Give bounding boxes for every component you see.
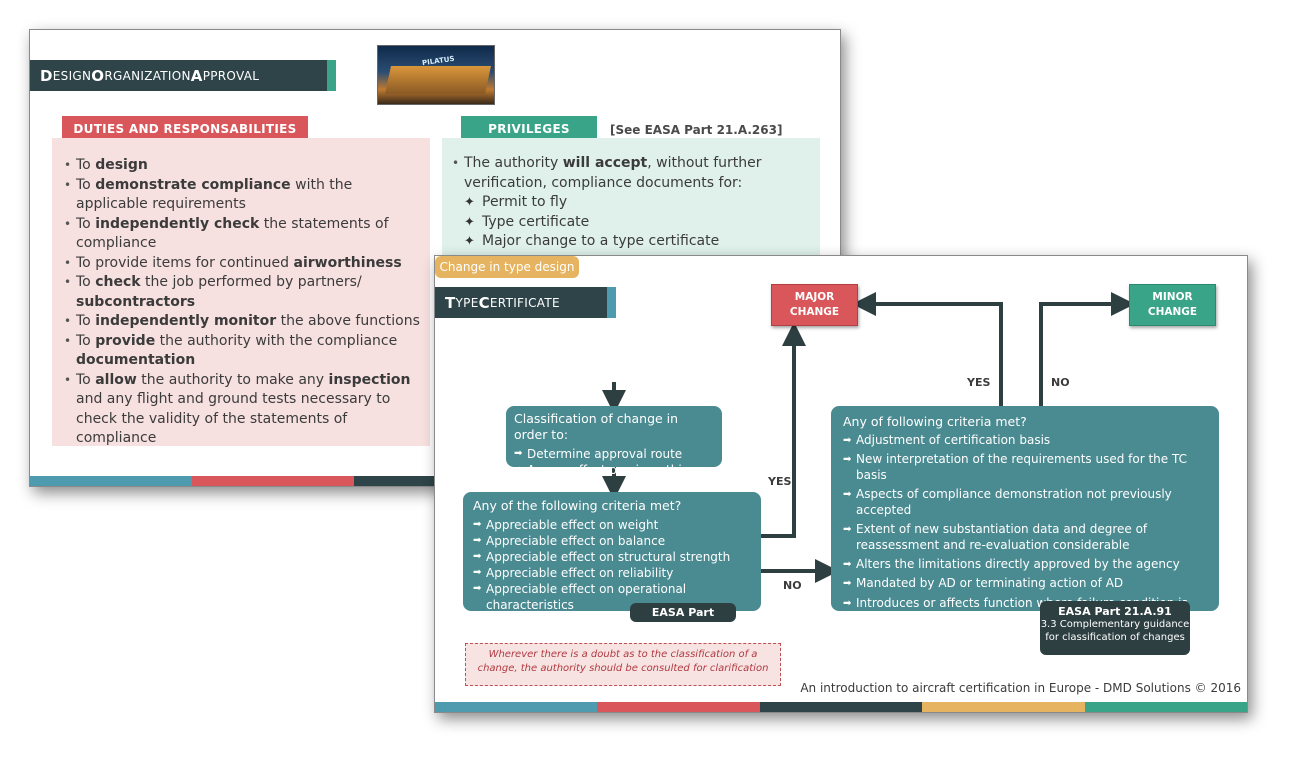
duty-item: To allow the authority to make any inspe… — [64, 371, 420, 449]
hangar-photo: PILATUS — [377, 45, 495, 105]
change-in-type-design-pill: Change in type design — [435, 256, 579, 278]
stripe-segment — [30, 476, 192, 486]
privileges-lead: The authority will accept, without furth… — [452, 154, 810, 193]
duty-item: To provide items for continued airworthi… — [64, 254, 420, 274]
criteria-left-item: Appreciable effect on balance — [473, 533, 751, 549]
arrow-right-no-to-minor — [1039, 292, 1135, 406]
duty-item: To design — [64, 156, 420, 176]
doubt-note: Wherever there is a doubt as to the clas… — [465, 643, 781, 686]
privileges-heading: PRIVILEGES — [461, 116, 597, 142]
footer-credit: An introduction to aircraft certificatio… — [800, 681, 1241, 695]
duties-heading: DUTIES AND RESPONSABILITIES — [62, 116, 308, 142]
stripe-segment — [922, 702, 1085, 712]
privilege-subitem: Major change to a type certificate — [452, 232, 810, 252]
criteria-right-item: Aspects of compliance demonstration not … — [843, 487, 1207, 518]
classification-item: Assess effect on airworthiness — [514, 462, 714, 478]
flow-connectors — [602, 292, 1135, 583]
minor-change-box: MINOR CHANGE — [1129, 284, 1216, 326]
privilege-subitem: Type certificate — [452, 213, 810, 233]
duty-item: To independently check the statements of… — [64, 215, 420, 254]
duty-item: To provide the authority with the compli… — [64, 332, 420, 371]
privilege-subitem: Permit to fly — [452, 193, 810, 213]
criteria-left-item: Appreciable effect on operational charac… — [473, 581, 751, 613]
stripe-segment — [759, 702, 923, 712]
no-label-right: NO — [1051, 376, 1070, 389]
easa-ref-left: EASA Part 21.A.91 — [630, 603, 736, 638]
criteria-right-item: Adjustment of certification basis — [843, 433, 1207, 449]
stripe-segment — [435, 702, 598, 712]
stripe-segment — [192, 476, 354, 486]
yes-label-right: YES — [967, 376, 991, 389]
criteria-left-item: Appreciable effect on structural strengt… — [473, 549, 751, 565]
privileges-sublist: Permit to flyType certificateMajor chang… — [452, 193, 810, 252]
criteria-left-box: Any of the following criteria met? Appre… — [463, 492, 761, 613]
privileges-reference: [See EASA Part 21.A.263] — [610, 123, 783, 137]
duties-panel: To designTo demonstrate compliance with … — [52, 138, 430, 446]
easa-ref-right: EASA Part 21.A.91 3.3 Complementary guid… — [1040, 601, 1190, 655]
criteria-right-item: Extent of new substantiation data and de… — [843, 522, 1207, 553]
criteria-right-item: New interpretation of the requirements u… — [843, 452, 1207, 483]
no-label-left: NO — [783, 579, 802, 592]
duties-list: To designTo demonstrate compliance with … — [64, 156, 420, 449]
stripe-segment — [1084, 702, 1247, 712]
duty-item: To demonstrate compliance with the appli… — [64, 176, 420, 215]
criteria-right-box: Any of following criteria met? Adjustmen… — [831, 406, 1219, 625]
criteria-right-item: Alters the limitations directly approved… — [843, 557, 1207, 573]
stripe-segment — [597, 702, 760, 712]
criteria-right-item: Mandated by AD or terminating action of … — [843, 576, 1207, 592]
yes-label-left: YES — [768, 475, 792, 488]
arrow-yes-to-major — [761, 322, 806, 538]
duty-item: To independently monitor the above funct… — [64, 312, 420, 332]
duty-item: To check the job performed by partners/ … — [64, 273, 420, 312]
classification-box: Classification of change in order to: De… — [506, 406, 722, 478]
major-change-box: MAJOR CHANGE — [771, 284, 858, 326]
criteria-left-item: Appreciable effect on reliability — [473, 565, 751, 581]
color-stripe — [435, 702, 1247, 712]
criteria-left-item: Appreciable effect on weight — [473, 517, 751, 533]
privileges-list: The authority will accept, without furth… — [452, 154, 810, 193]
arrow-right-yes-to-major — [852, 292, 1003, 406]
classification-item: Determine approval route — [514, 446, 714, 462]
